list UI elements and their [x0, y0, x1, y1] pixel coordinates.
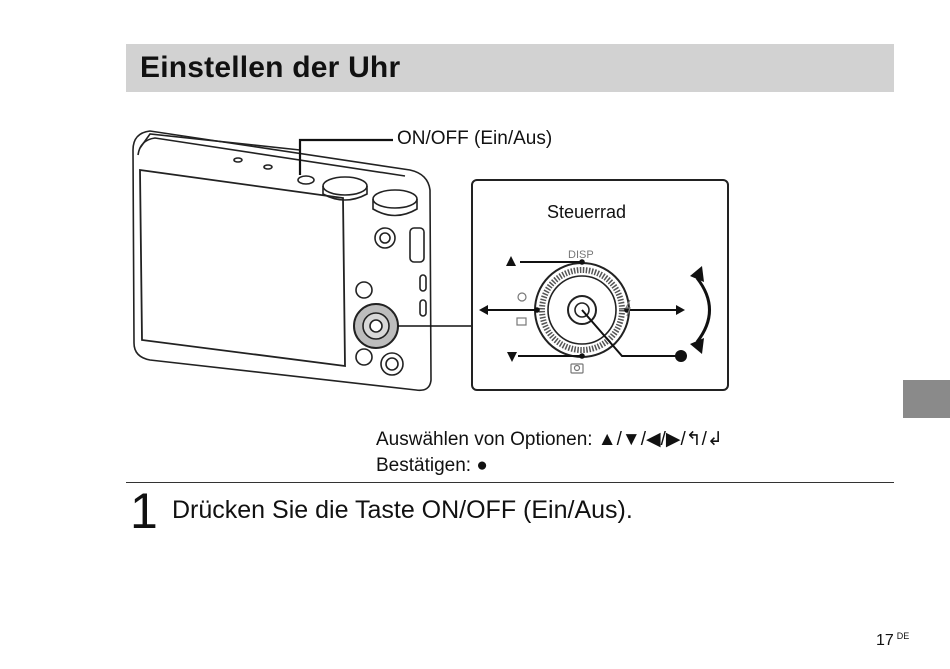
- rotate-arrow-icon: [695, 277, 711, 343]
- section-header: Einstellen der Uhr: [126, 44, 894, 92]
- step-number: 1: [130, 483, 158, 539]
- control-wheel: [479, 256, 711, 374]
- chapter-tab-marker: [903, 380, 950, 418]
- burst-icon: [516, 317, 527, 326]
- confirm-bullet-icon: [675, 350, 687, 362]
- up-arrow-icon: [506, 256, 516, 266]
- disp-label: DISP: [568, 249, 594, 261]
- confirm-caption: Bestätigen: ●: [376, 455, 488, 476]
- self-timer-icon: [517, 292, 527, 302]
- section-divider: [126, 482, 894, 483]
- control-wheel-title: Steuerrad: [547, 202, 626, 222]
- power-button-label: ON/OFF (Ein/Aus): [397, 128, 552, 149]
- select-options-caption: Auswählen von Optionen: ▲/▼/◀/▶/↰/↲: [376, 429, 723, 450]
- down-arrow-icon: [507, 352, 517, 362]
- page-title: Einstellen der Uhr: [140, 51, 401, 84]
- page-language-code: DE: [896, 631, 910, 641]
- page-number-value: 17: [876, 632, 894, 649]
- right-arrow-icon: [676, 305, 685, 315]
- step-instruction: Drücken Sie die Taste ON/OFF (Ein/Aus).: [172, 496, 633, 524]
- scene-camera-icon: [570, 363, 584, 374]
- left-arrow-icon: [479, 305, 488, 315]
- camera-body: [132, 130, 432, 392]
- power-leader-line: [298, 138, 393, 175]
- flash-icon: [625, 299, 631, 317]
